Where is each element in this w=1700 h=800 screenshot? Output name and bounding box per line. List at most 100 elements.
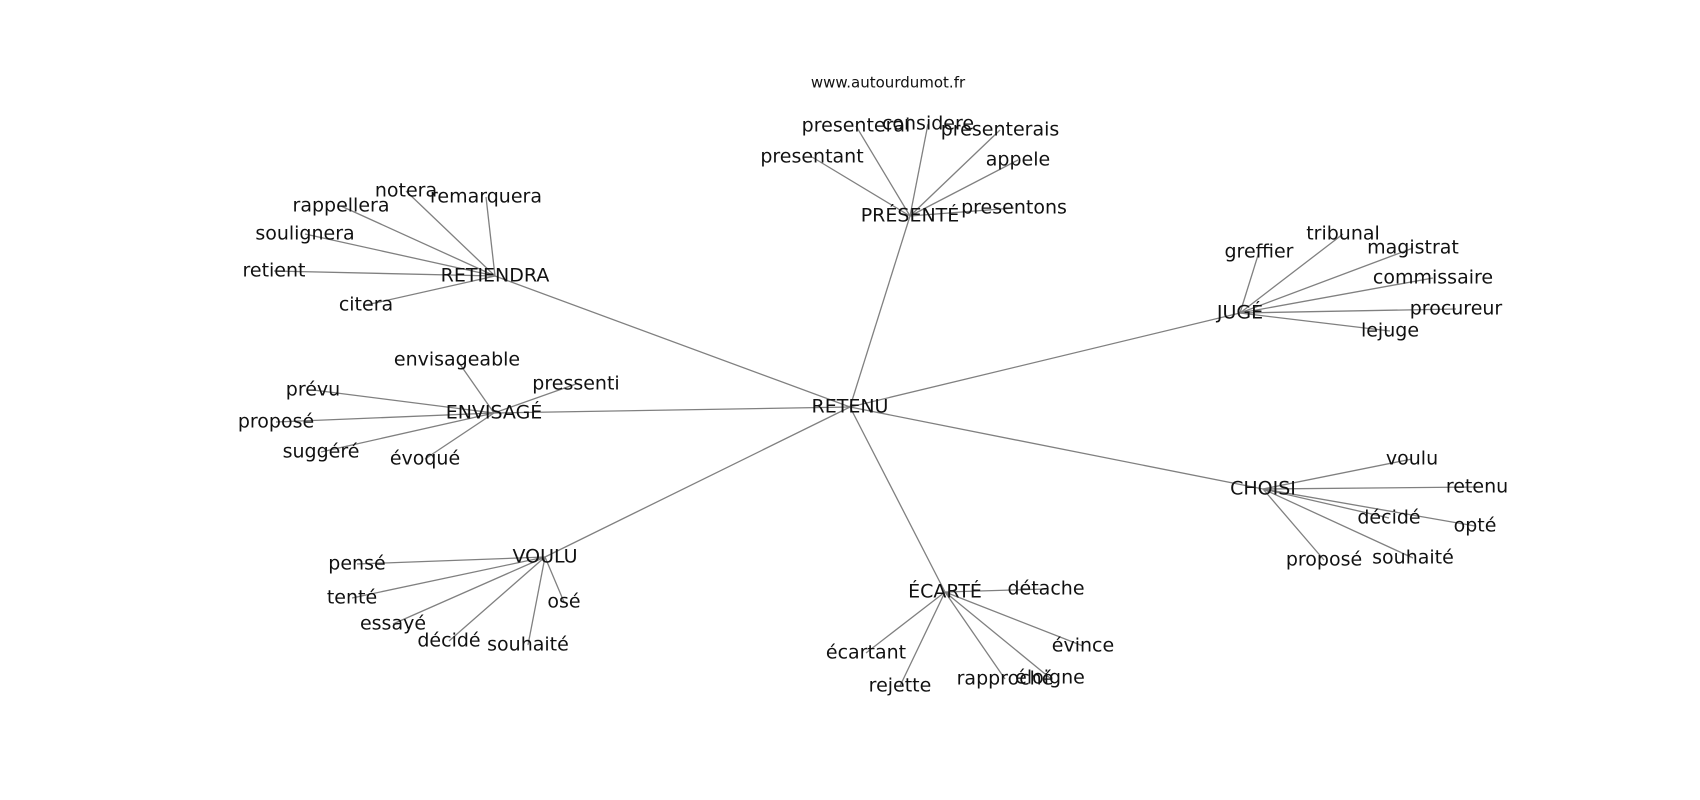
hub-node: CHOISI xyxy=(1230,478,1296,500)
leaf-node: éloigne xyxy=(1015,667,1085,689)
leaf-node: greffier xyxy=(1224,241,1293,263)
edge-hub-to-leaf xyxy=(1239,308,1457,314)
edge-hub-to-leaf xyxy=(304,233,496,277)
leaf-node: rappellera xyxy=(293,195,390,217)
edge-hub-to-leaf xyxy=(312,389,495,414)
leaf-node: proposé xyxy=(238,411,314,433)
edge-hub-to-leaf xyxy=(392,556,546,625)
leaf-node: magistrat xyxy=(1367,237,1459,259)
leaf-node: presenterai xyxy=(802,115,911,137)
edge-hub-to-leaf xyxy=(1262,486,1478,490)
center-node: RETENU xyxy=(812,396,889,418)
leaf-node: lejuge xyxy=(1361,320,1419,342)
hub-node: ÉCARTÉ xyxy=(908,580,982,603)
leaf-node: osé xyxy=(547,591,580,613)
leaf-node: décidé xyxy=(1357,507,1420,529)
leaf-node: envisageable xyxy=(394,349,520,371)
leaf-node: tenté xyxy=(327,587,377,609)
edge-hub-to-leaf xyxy=(448,556,546,642)
leaf-node: commissaire xyxy=(1373,267,1493,289)
edge-hub-to-leaf xyxy=(855,125,911,217)
edge-center-to-hub xyxy=(849,406,946,593)
edge-hub-to-leaf xyxy=(405,190,496,277)
edge-hub-to-leaf xyxy=(1239,312,1391,332)
leaf-node: presentons xyxy=(961,197,1067,219)
hub-node: JUGÉ xyxy=(1216,301,1263,324)
leaf-node: rapproché xyxy=(957,668,1054,690)
leaf-node: procureur xyxy=(1410,298,1503,320)
edge-hub-to-leaf xyxy=(275,412,495,423)
edge-hub-to-leaf xyxy=(424,412,495,460)
leaf-node: décidé xyxy=(417,630,480,652)
edge-hub-to-leaf xyxy=(909,123,929,217)
leaf-node: considere xyxy=(882,113,974,135)
edge-hub-to-leaf xyxy=(944,591,1084,647)
leaf-node: rejette xyxy=(869,675,932,697)
edge-hub-to-leaf xyxy=(485,196,496,277)
edge-hub-to-leaf xyxy=(1262,488,1325,561)
hub-node: PRÉSENTÉ xyxy=(861,204,960,227)
edge-hub-to-leaf xyxy=(1262,488,1476,527)
leaf-node: évoqué xyxy=(390,448,460,470)
edge-hub-to-leaf xyxy=(944,591,1051,679)
edge-hub-to-leaf xyxy=(493,383,577,414)
leaf-node: retient xyxy=(243,260,306,282)
edge-hub-to-leaf xyxy=(527,556,546,646)
edge-hub-to-leaf xyxy=(811,156,911,217)
hub-node: RETIENDRA xyxy=(441,265,550,287)
leaf-node: remarquera xyxy=(430,186,542,208)
leaf-node: opté xyxy=(1454,515,1497,537)
edge-hub-to-leaf xyxy=(944,588,1047,593)
labels-layer: www.autourdumot.fr RETENUPRÉSENTÉpresent… xyxy=(238,74,1508,697)
leaf-node: souhaité xyxy=(487,634,569,656)
edge-hub-to-leaf xyxy=(899,591,946,687)
hub-node: VOULU xyxy=(512,546,577,568)
leaf-node: souhaité xyxy=(1372,547,1454,569)
edge-hub-to-leaf xyxy=(909,207,1015,217)
leaf-node: prévu xyxy=(286,379,340,401)
leaf-node: pensé xyxy=(328,553,385,575)
edge-hub-to-leaf xyxy=(1239,247,1414,314)
edge-hub-to-leaf xyxy=(273,270,496,277)
edge-hub-to-leaf xyxy=(1239,251,1260,314)
leaf-node: écartant xyxy=(826,642,906,664)
leaf-node: presenterais xyxy=(941,119,1060,141)
edge-center-to-hub xyxy=(849,312,1241,408)
edge-hub-to-leaf xyxy=(909,159,1019,217)
leaf-node: retenu xyxy=(1446,476,1508,498)
edges-layer xyxy=(273,123,1478,687)
edge-hub-to-leaf xyxy=(944,591,1006,680)
edge-center-to-hub xyxy=(849,215,911,408)
edge-center-to-hub xyxy=(849,406,1264,490)
leaf-node: pressenti xyxy=(532,373,619,395)
edge-hub-to-leaf xyxy=(365,275,496,306)
edge-hub-to-leaf xyxy=(456,359,495,414)
edge-hub-to-leaf xyxy=(340,205,496,277)
edge-hub-to-leaf xyxy=(320,412,495,453)
leaf-node: appele xyxy=(986,149,1050,171)
leaf-node: citera xyxy=(339,294,393,316)
leaf-node: proposé xyxy=(1286,549,1362,571)
edge-center-to-hub xyxy=(494,275,851,408)
leaf-node: tribunal xyxy=(1306,223,1380,245)
edge-hub-to-leaf xyxy=(865,591,946,654)
edge-center-to-hub xyxy=(493,406,851,414)
leaf-node: suggéré xyxy=(283,441,360,463)
edge-hub-to-leaf xyxy=(351,556,546,599)
edge-hub-to-leaf xyxy=(1262,488,1414,559)
edge-hub-to-leaf xyxy=(1239,233,1344,314)
edge-hub-to-leaf xyxy=(1262,458,1413,490)
leaf-node: presentant xyxy=(760,146,863,168)
source-watermark: www.autourdumot.fr xyxy=(811,74,966,92)
edge-hub-to-leaf xyxy=(544,556,565,603)
edge-hub-to-leaf xyxy=(1239,277,1434,314)
leaf-node: soulignera xyxy=(255,223,354,245)
leaf-node: détache xyxy=(1007,578,1084,600)
edge-center-to-hub xyxy=(544,406,851,558)
edge-hub-to-leaf xyxy=(356,556,546,565)
leaf-node: voulu xyxy=(1386,448,1438,470)
edge-hub-to-leaf xyxy=(1262,488,1390,519)
leaf-node: évince xyxy=(1052,635,1114,657)
edge-hub-to-leaf xyxy=(909,129,1001,217)
